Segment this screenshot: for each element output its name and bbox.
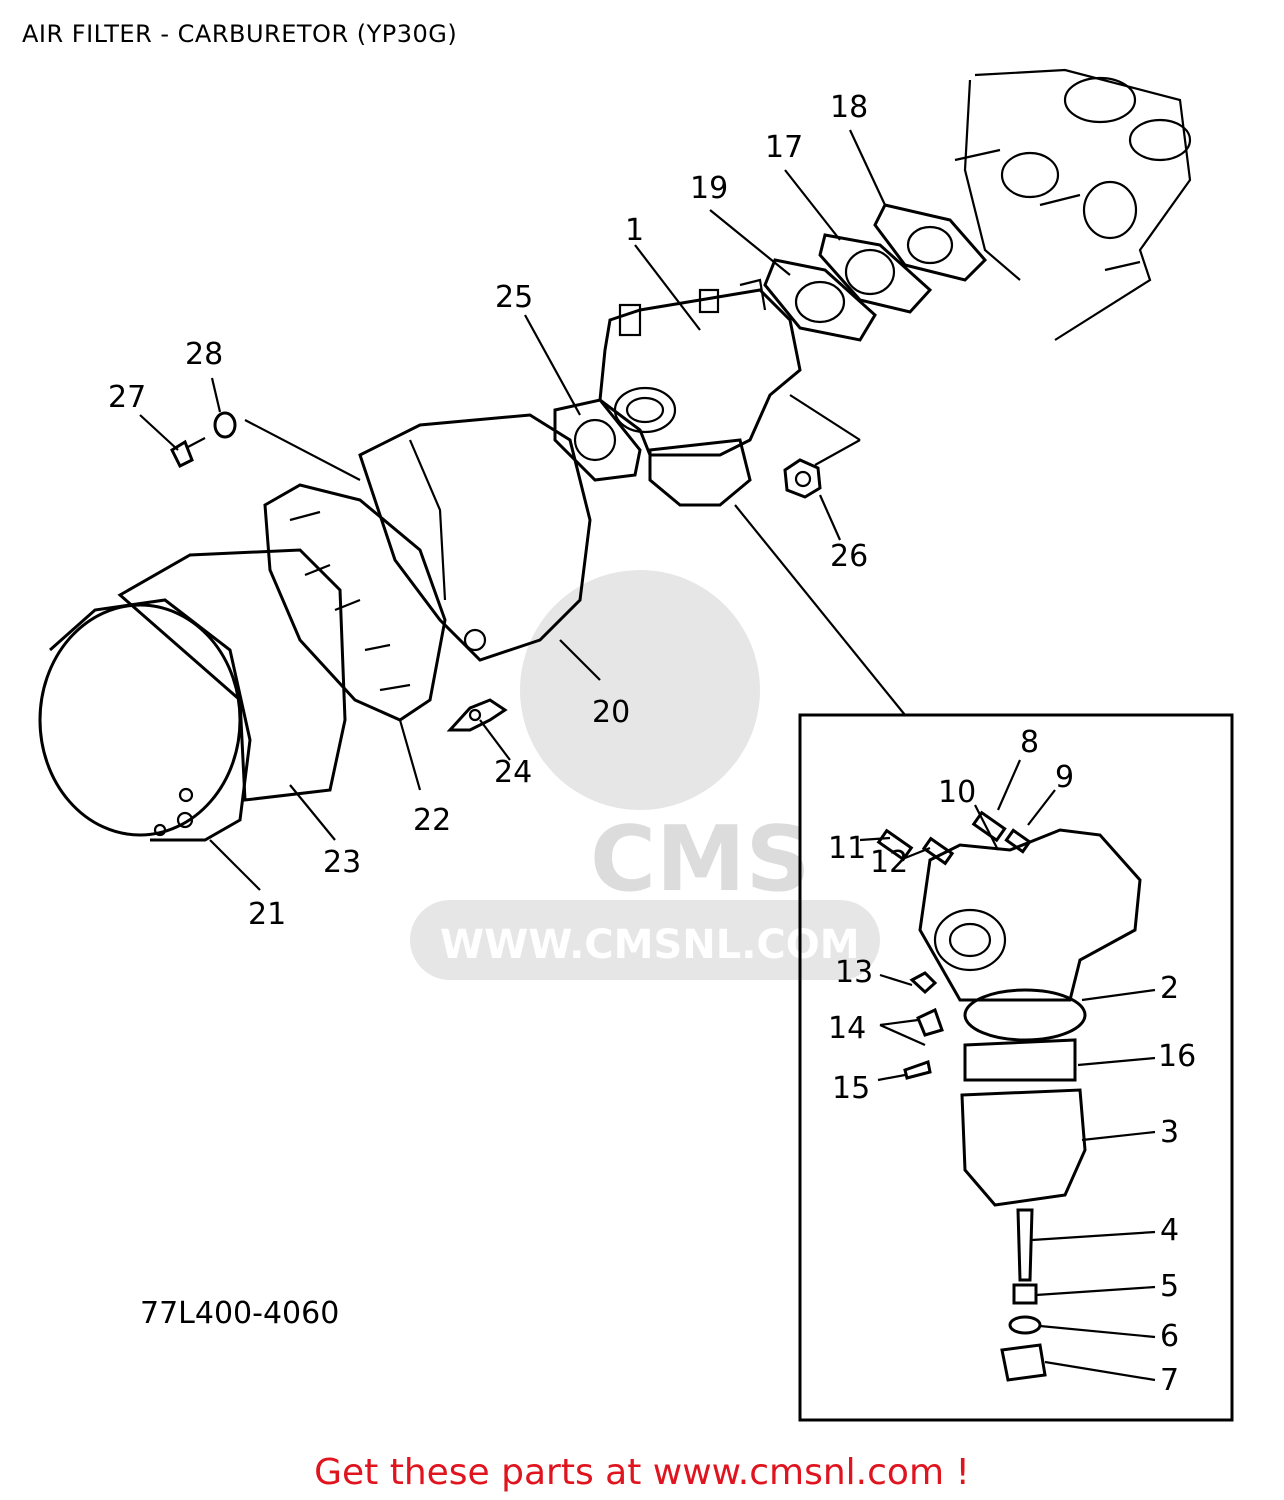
carburetor-1: [598, 278, 802, 507]
callout-26: 26: [830, 539, 868, 574]
screw-27: [170, 437, 206, 469]
callout-17: 17: [765, 130, 803, 165]
callout-9: 9: [1055, 760, 1074, 795]
callout-7: 7: [1160, 1363, 1179, 1398]
callout-5: 5: [1160, 1269, 1179, 1304]
footer-parts-link[interactable]: Get these parts at www.cmsnl.com !: [314, 1452, 970, 1493]
gasket-18: [873, 203, 988, 282]
callout-14: 14: [828, 1011, 866, 1046]
callout-23: 23: [323, 845, 361, 880]
washer-28: [213, 411, 237, 439]
callout-15: 15: [832, 1071, 870, 1106]
callout-25: 25: [495, 280, 533, 315]
callout-18: 18: [830, 90, 868, 125]
callout-13: 13: [835, 955, 873, 990]
page-title: AIR FILTER - CARBURETOR (YP30G): [22, 20, 458, 48]
callout-19: 19: [690, 171, 728, 206]
callout-labels: 1 2 3 4 5 6 7 8 9 10 11 12 13 14 15 16 1…: [108, 90, 1196, 1398]
watermark-logo: CMS: [590, 807, 810, 912]
gasket-19: [763, 258, 877, 342]
callout-28: 28: [185, 337, 223, 372]
callout-4: 4: [1160, 1213, 1179, 1248]
air-filter-case-20: [358, 413, 592, 662]
gasket-25: [553, 398, 642, 482]
callout-22: 22: [413, 803, 451, 838]
callout-6: 6: [1160, 1319, 1179, 1354]
callout-21: 21: [248, 897, 286, 932]
callout-8: 8: [1020, 725, 1039, 760]
air-filter-cover-21: [38, 598, 252, 842]
diagram-code: 77L400-4060: [140, 1296, 339, 1331]
callout-3: 3: [1160, 1115, 1179, 1150]
watermark-url: WWW.CMSNL.COM: [440, 922, 860, 968]
callout-12: 12: [870, 845, 908, 880]
carburetor-detail-box: [798, 713, 1234, 1422]
cms-watermark: CMS WWW.CMSNL.COM: [410, 570, 880, 980]
callout-16: 16: [1158, 1039, 1196, 1074]
callout-11: 11: [828, 831, 866, 866]
callout-24: 24: [494, 755, 532, 790]
gasket-17: [818, 233, 933, 314]
callout-1: 1: [625, 213, 644, 248]
callout-10: 10: [938, 775, 976, 810]
element-holder-22: [263, 483, 447, 722]
leader-lines: [139, 129, 906, 891]
air-element-23: [117, 548, 347, 802]
callout-2: 2: [1160, 971, 1179, 1006]
callout-20: 20: [592, 695, 630, 730]
nut-26: [783, 458, 822, 499]
engine-block-outline: [954, 68, 1192, 341]
wing-nut-24: [446, 698, 508, 732]
callout-27: 27: [108, 380, 146, 415]
